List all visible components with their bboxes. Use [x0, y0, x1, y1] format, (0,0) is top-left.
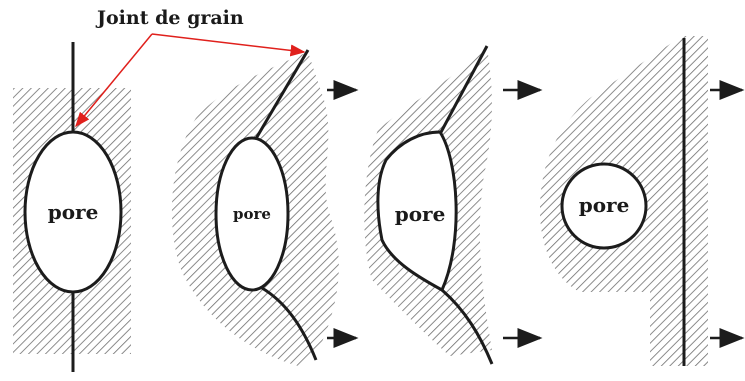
annotation-arrow-right [152, 34, 304, 52]
pore-label-1: pore [48, 200, 99, 224]
stage-3: pore [364, 46, 540, 364]
stage-1: pore [13, 42, 131, 372]
pore-label-2: pore [233, 205, 271, 223]
stage-4: pore [540, 36, 742, 366]
pore-label-3: pore [395, 202, 446, 226]
stage-2: pore [172, 50, 356, 366]
annotation-label: Joint de grain [95, 7, 244, 29]
pore-label-4: pore [579, 193, 630, 217]
